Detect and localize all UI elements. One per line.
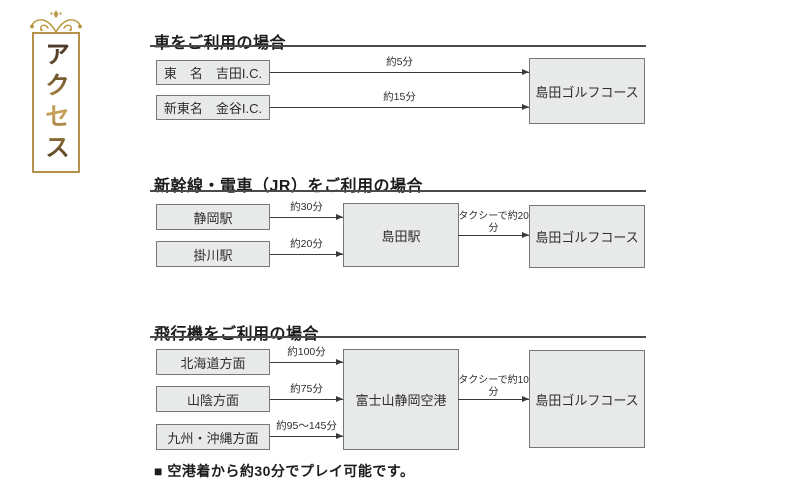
- travel-time-label: 約30分: [290, 201, 323, 213]
- origin-box-kakegawa-station: 掛川駅: [156, 241, 270, 267]
- origin-box-hokkaido: 北海道方面: [156, 349, 270, 375]
- origin-box-shintomei-kanaya: 新東名 金谷I.C.: [156, 95, 270, 120]
- hub-box-shimada-station: 島田駅: [343, 203, 459, 267]
- section-rule: [150, 190, 646, 192]
- route-arrow: [270, 433, 343, 439]
- taxi-arrow: [458, 396, 529, 402]
- destination-box-golf-course: 島田ゴルフコース: [529, 205, 645, 268]
- route-arrow: [270, 69, 529, 75]
- route-arrow: [270, 214, 343, 220]
- access-vertical-label: アクセス: [41, 40, 71, 165]
- hub-box-fujisan-shizuoka-airport: 富士山静岡空港: [343, 349, 459, 450]
- travel-time-label: 約75分: [290, 383, 323, 395]
- taxi-time-label: タクシーで約20 分: [456, 211, 531, 235]
- route-arrow: [270, 251, 343, 257]
- taxi-arrow: [458, 232, 529, 238]
- destination-box-golf-course: 島田ゴルフコース: [529, 350, 645, 448]
- ornament-icon: [30, 10, 82, 33]
- origin-box-sanin: 山陰方面: [156, 386, 270, 412]
- section-rule: [150, 45, 646, 47]
- destination-box-golf-course: 島田ゴルフコース: [529, 58, 645, 124]
- travel-time-label: 約15分: [383, 91, 416, 103]
- footnote: ■ 空港着から約30分でプレイ可能です。: [154, 463, 415, 479]
- origin-box-tomei-yoshida: 東 名 吉田I.C.: [156, 60, 270, 85]
- section-heading-train: 新幹線・電車（JR）をご利用の場合: [154, 178, 423, 196]
- taxi-time-line2: 分: [488, 387, 499, 398]
- travel-time-label: 約5分: [386, 56, 413, 68]
- taxi-time-line1: タクシーで約20: [458, 211, 529, 222]
- taxi-time-label: タクシーで約10 分: [456, 375, 531, 399]
- access-badge: アクセス: [32, 32, 80, 173]
- route-arrow: [270, 104, 529, 110]
- route-arrow: [270, 396, 343, 402]
- route-arrow: [270, 359, 343, 365]
- origin-box-kyushu-okinawa: 九州・沖縄方面: [156, 424, 270, 450]
- taxi-time-line1: タクシーで約10: [458, 375, 529, 386]
- section-heading-car: 車をご利用の場合: [154, 35, 287, 53]
- taxi-time-line2: 分: [488, 223, 499, 234]
- origin-box-shizuoka-station: 静岡駅: [156, 204, 270, 230]
- travel-time-label: 約20分: [290, 238, 323, 250]
- travel-time-label: 約95〜145分: [276, 420, 337, 432]
- section-rule: [150, 336, 646, 338]
- travel-time-label: 約100分: [287, 346, 326, 358]
- section-heading-plane: 飛行機をご利用の場合: [154, 326, 320, 344]
